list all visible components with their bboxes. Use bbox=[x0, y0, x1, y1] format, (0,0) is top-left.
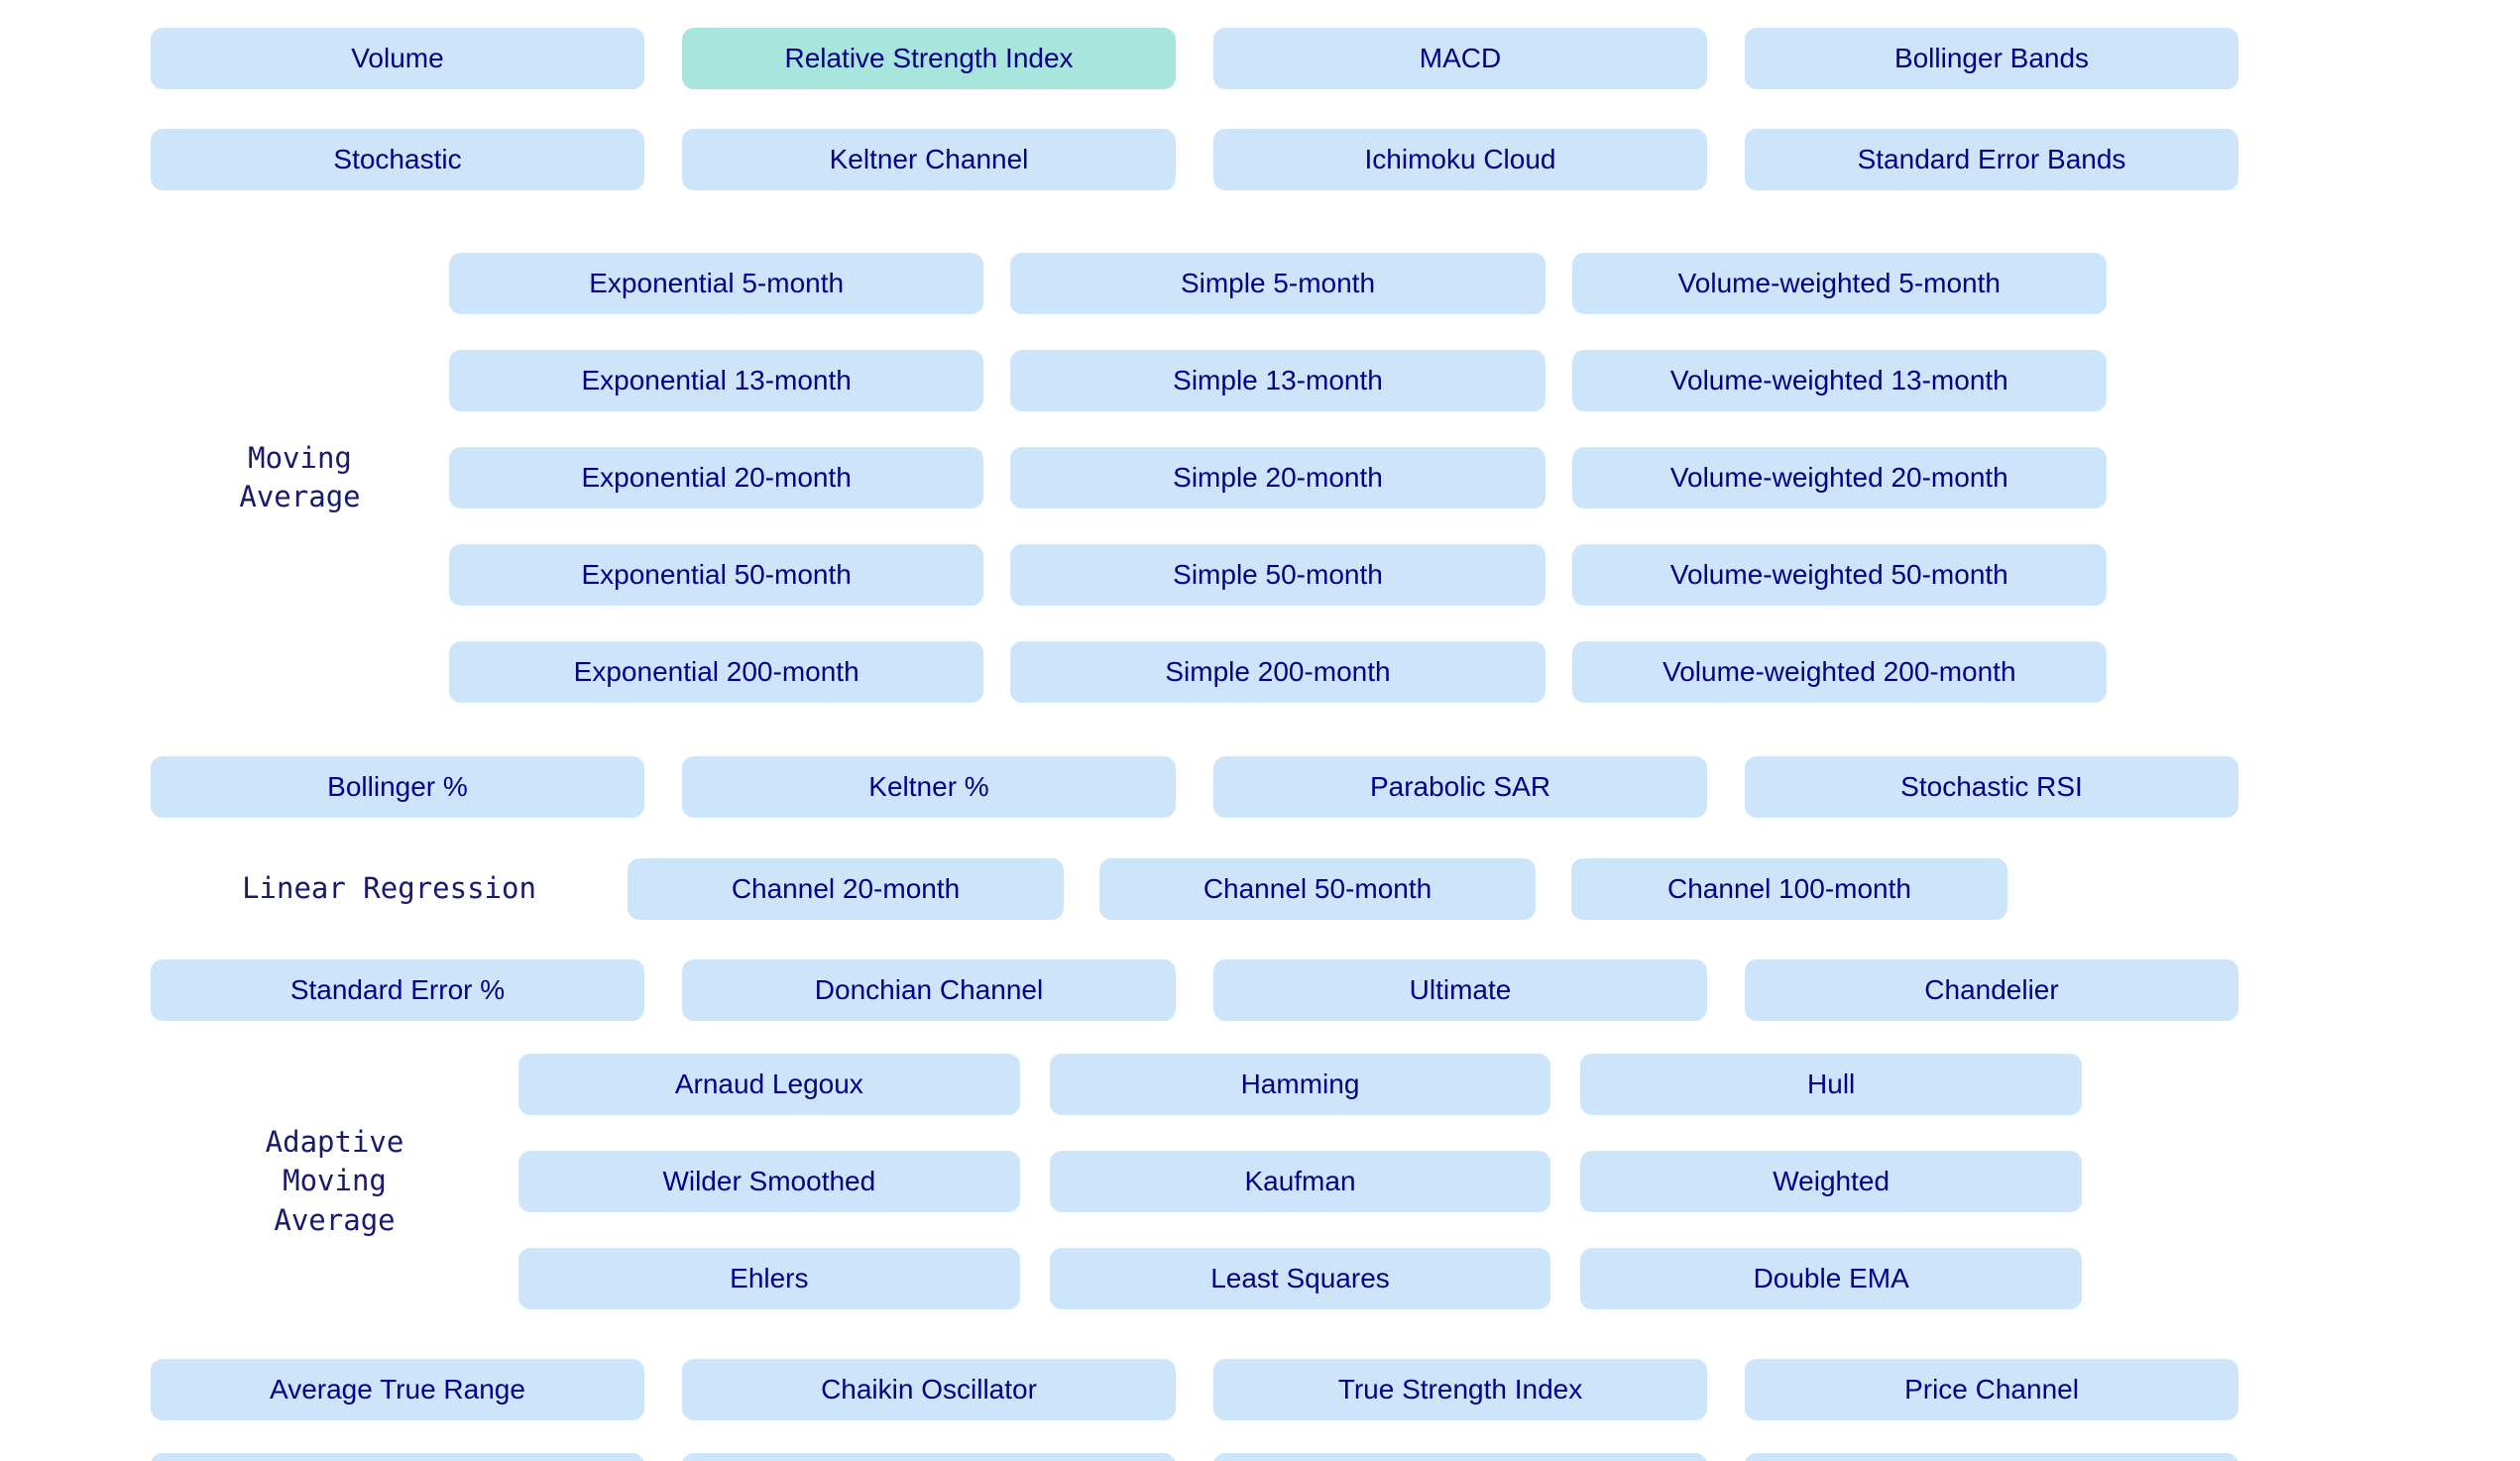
indicator-button-average-true-range[interactable]: Average True Range bbox=[151, 1359, 644, 1420]
ama-button-double-ema[interactable]: Double EMA bbox=[1580, 1248, 2082, 1309]
indicator-button-parabolic-sar[interactable]: Parabolic SAR bbox=[1213, 756, 1707, 818]
ama-button-arnaud-legoux[interactable]: Arnaud Legoux bbox=[518, 1054, 1020, 1115]
moving-average-grid: Exponential 5-month Simple 5-month Volum… bbox=[449, 253, 2107, 703]
indicator-button-macd[interactable]: MACD bbox=[1213, 28, 1707, 89]
indicator-button-ichimoku-cloud[interactable]: Ichimoku Cloud bbox=[1213, 129, 1707, 190]
indicator-button-chaikin-oscillator[interactable]: Chaikin Oscillator bbox=[682, 1359, 1176, 1420]
indicator-row-3: Bollinger % Keltner % Parabolic SAR Stoc… bbox=[151, 756, 2238, 818]
ma-button-volume-weighted-13-month[interactable]: Volume-weighted 13-month bbox=[1571, 350, 2107, 411]
linear-regression-section: Linear Regression Channel 20-month Chann… bbox=[151, 858, 2007, 920]
ma-button-volume-weighted-200-month[interactable]: Volume-weighted 200-month bbox=[1571, 641, 2107, 703]
ma-button-volume-weighted-5-month[interactable]: Volume-weighted 5-month bbox=[1571, 253, 2107, 314]
ma-button-volume-weighted-50-month[interactable]: Volume-weighted 50-month bbox=[1571, 544, 2107, 606]
indicator-button-partial-2[interactable] bbox=[682, 1453, 1176, 1461]
indicator-button-standard-error-bands[interactable]: Standard Error Bands bbox=[1745, 129, 2238, 190]
indicator-button-partial-1[interactable] bbox=[151, 1453, 644, 1461]
indicator-row-2: Stochastic Keltner Channel Ichimoku Clou… bbox=[151, 129, 2238, 190]
ama-button-kaufman[interactable]: Kaufman bbox=[1049, 1151, 1551, 1212]
indicator-row-5: Average True Range Chaikin Oscillator Tr… bbox=[151, 1359, 2238, 1420]
indicator-button-true-strength-index[interactable]: True Strength Index bbox=[1213, 1359, 1707, 1420]
indicator-button-bollinger-bands[interactable]: Bollinger Bands bbox=[1745, 28, 2238, 89]
indicator-button-standard-error-percent[interactable]: Standard Error % bbox=[151, 959, 644, 1021]
ma-button-exponential-50-month[interactable]: Exponential 50-month bbox=[449, 544, 984, 606]
indicator-button-partial-4[interactable] bbox=[1745, 1453, 2238, 1461]
indicator-button-ultimate[interactable]: Ultimate bbox=[1213, 959, 1707, 1021]
ma-button-simple-13-month[interactable]: Simple 13-month bbox=[1010, 350, 1546, 411]
lr-button-channel-100-month[interactable]: Channel 100-month bbox=[1571, 858, 2007, 920]
indicator-button-keltner-percent[interactable]: Keltner % bbox=[682, 756, 1176, 818]
ma-button-volume-weighted-20-month[interactable]: Volume-weighted 20-month bbox=[1571, 447, 2107, 508]
lr-button-channel-20-month[interactable]: Channel 20-month bbox=[628, 858, 1064, 920]
indicator-button-donchian-channel[interactable]: Donchian Channel bbox=[682, 959, 1176, 1021]
ma-button-exponential-20-month[interactable]: Exponential 20-month bbox=[449, 447, 984, 508]
ma-button-exponential-13-month[interactable]: Exponential 13-month bbox=[449, 350, 984, 411]
lr-button-channel-50-month[interactable]: Channel 50-month bbox=[1099, 858, 1536, 920]
indicator-row-4: Standard Error % Donchian Channel Ultima… bbox=[151, 959, 2238, 1021]
indicator-button-bollinger-percent[interactable]: Bollinger % bbox=[151, 756, 644, 818]
adaptive-moving-average-label: Adaptive Moving Average bbox=[265, 1124, 404, 1237]
adaptive-moving-average-grid: Arnaud Legoux Hamming Hull Wilder Smooth… bbox=[518, 1054, 2082, 1309]
ma-button-simple-50-month[interactable]: Simple 50-month bbox=[1010, 544, 1546, 606]
adaptive-moving-average-section: Adaptive Moving Average Arnaud Legoux Ha… bbox=[151, 1054, 2082, 1309]
ama-button-hull[interactable]: Hull bbox=[1580, 1054, 2082, 1115]
ama-button-weighted[interactable]: Weighted bbox=[1580, 1151, 2082, 1212]
indicator-button-partial-3[interactable] bbox=[1213, 1453, 1707, 1461]
ama-button-least-squares[interactable]: Least Squares bbox=[1049, 1248, 1551, 1309]
ma-button-simple-5-month[interactable]: Simple 5-month bbox=[1010, 253, 1546, 314]
ama-button-hamming[interactable]: Hamming bbox=[1049, 1054, 1551, 1115]
ma-button-simple-20-month[interactable]: Simple 20-month bbox=[1010, 447, 1546, 508]
indicator-button-keltner-channel[interactable]: Keltner Channel bbox=[682, 129, 1176, 190]
indicator-button-price-channel[interactable]: Price Channel bbox=[1745, 1359, 2238, 1420]
linear-regression-label: Linear Regression bbox=[242, 871, 536, 906]
linear-regression-grid: Channel 20-month Channel 50-month Channe… bbox=[628, 858, 2007, 920]
indicator-button-stochastic[interactable]: Stochastic bbox=[151, 129, 644, 190]
moving-average-section: Moving Average Exponential 5-month Simpl… bbox=[151, 253, 2107, 703]
moving-average-label: Moving Average bbox=[239, 440, 361, 513]
indicator-button-volume[interactable]: Volume bbox=[151, 28, 644, 89]
indicator-button-relative-strength-index[interactable]: Relative Strength Index bbox=[682, 28, 1176, 89]
ma-button-simple-200-month[interactable]: Simple 200-month bbox=[1010, 641, 1546, 703]
ma-button-exponential-200-month[interactable]: Exponential 200-month bbox=[449, 641, 984, 703]
ama-button-ehlers[interactable]: Ehlers bbox=[518, 1248, 1020, 1309]
indicator-row-1: Volume Relative Strength Index MACD Boll… bbox=[151, 28, 2238, 89]
indicator-button-stochastic-rsi[interactable]: Stochastic RSI bbox=[1745, 756, 2238, 818]
ma-button-exponential-5-month[interactable]: Exponential 5-month bbox=[449, 253, 984, 314]
indicator-row-6-partial bbox=[151, 1453, 2238, 1461]
ama-button-wilder-smoothed[interactable]: Wilder Smoothed bbox=[518, 1151, 1020, 1212]
indicator-button-chandelier[interactable]: Chandelier bbox=[1745, 959, 2238, 1021]
